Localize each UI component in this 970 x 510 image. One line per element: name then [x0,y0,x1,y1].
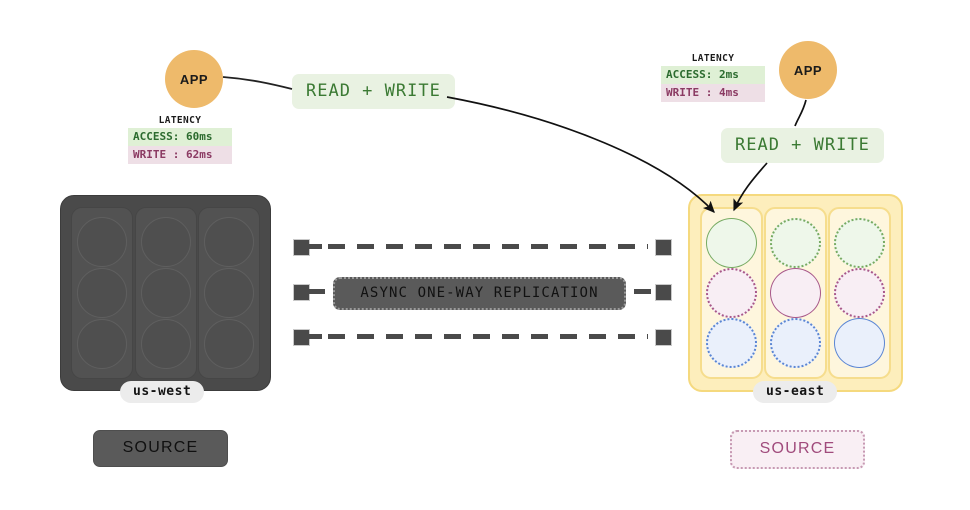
rack-us-west [60,195,271,391]
app-node-west-label: APP [179,71,209,87]
rack-us-east [688,194,903,392]
db-node-east-r1c3[interactable] [834,218,885,269]
replication-stub-right-2 [634,289,651,294]
db-node-west-r1c1[interactable] [77,217,127,267]
rack-west-column-1 [71,207,133,379]
rack-east-column-1 [700,207,763,379]
replication-dashes-1 [328,244,648,249]
replication-stub-left-1 [308,244,322,249]
db-node-east-r2c1[interactable] [706,267,757,318]
rack-west-column-2 [134,207,197,379]
latency-access-east: ACCESS: 2ms [661,66,765,84]
rack-east-column-2 [764,207,827,379]
latency-write-west: WRITE : 62ms [128,146,232,164]
replication-endpoint-right-3 [655,329,672,346]
app-node-west[interactable]: APP [165,50,223,108]
replication-dashes-3 [328,334,648,339]
latency-write-east: WRITE : 4ms [661,84,765,102]
db-node-east-r2c3[interactable] [834,268,885,319]
db-node-west-r3c2[interactable] [140,319,191,369]
db-node-east-r2c2[interactable] [770,268,821,318]
rack-west-column-3 [198,207,260,379]
replication-stub-left-3 [308,334,322,339]
replication-endpoint-right-1 [655,239,672,256]
db-node-east-r1c1[interactable] [706,218,757,268]
connector-app-west-to-label [222,76,293,90]
app-node-east-label: APP [793,62,823,78]
region-label-us-west: us-west [120,381,205,403]
read-write-label-west: READ + WRITE [292,74,455,109]
db-node-west-r1c2[interactable] [140,217,191,267]
latency-title-west: LATENCY [158,115,202,126]
db-node-west-r2c2[interactable] [140,268,191,318]
source-badge-west: SOURCE [93,430,228,467]
db-node-west-r2c1[interactable] [77,268,127,318]
connector-west-app-to-east-leader [446,96,715,213]
replication-label: ASYNC ONE-WAY REPLICATION [333,277,626,310]
latency-table-east: LATENCY ACCESS: 2ms WRITE : 4ms [661,53,765,102]
region-label-us-east: us-east [753,381,838,403]
read-write-label-east: READ + WRITE [721,128,884,163]
db-node-west-r2c3[interactable] [204,268,254,318]
db-node-east-r3c1[interactable] [706,317,757,368]
rack-east-column-3 [828,207,891,379]
db-node-east-r3c2[interactable] [770,317,821,368]
db-node-west-r1c3[interactable] [204,217,254,267]
db-node-east-r3c3[interactable] [834,318,885,368]
source-badge-east: SOURCE [730,430,865,469]
replication-stub-left-2 [308,289,325,294]
replication-endpoint-right-2 [655,284,672,301]
db-node-east-r1c2[interactable] [770,218,821,269]
latency-access-west: ACCESS: 60ms [128,128,232,146]
db-node-west-r3c3[interactable] [204,319,254,369]
latency-table-west: LATENCY ACCESS: 60ms WRITE : 62ms [128,115,232,164]
connector-app-east-to-label [794,99,807,127]
app-node-east[interactable]: APP [779,41,837,99]
db-node-west-r3c1[interactable] [77,319,127,369]
latency-title-east: LATENCY [691,53,735,64]
